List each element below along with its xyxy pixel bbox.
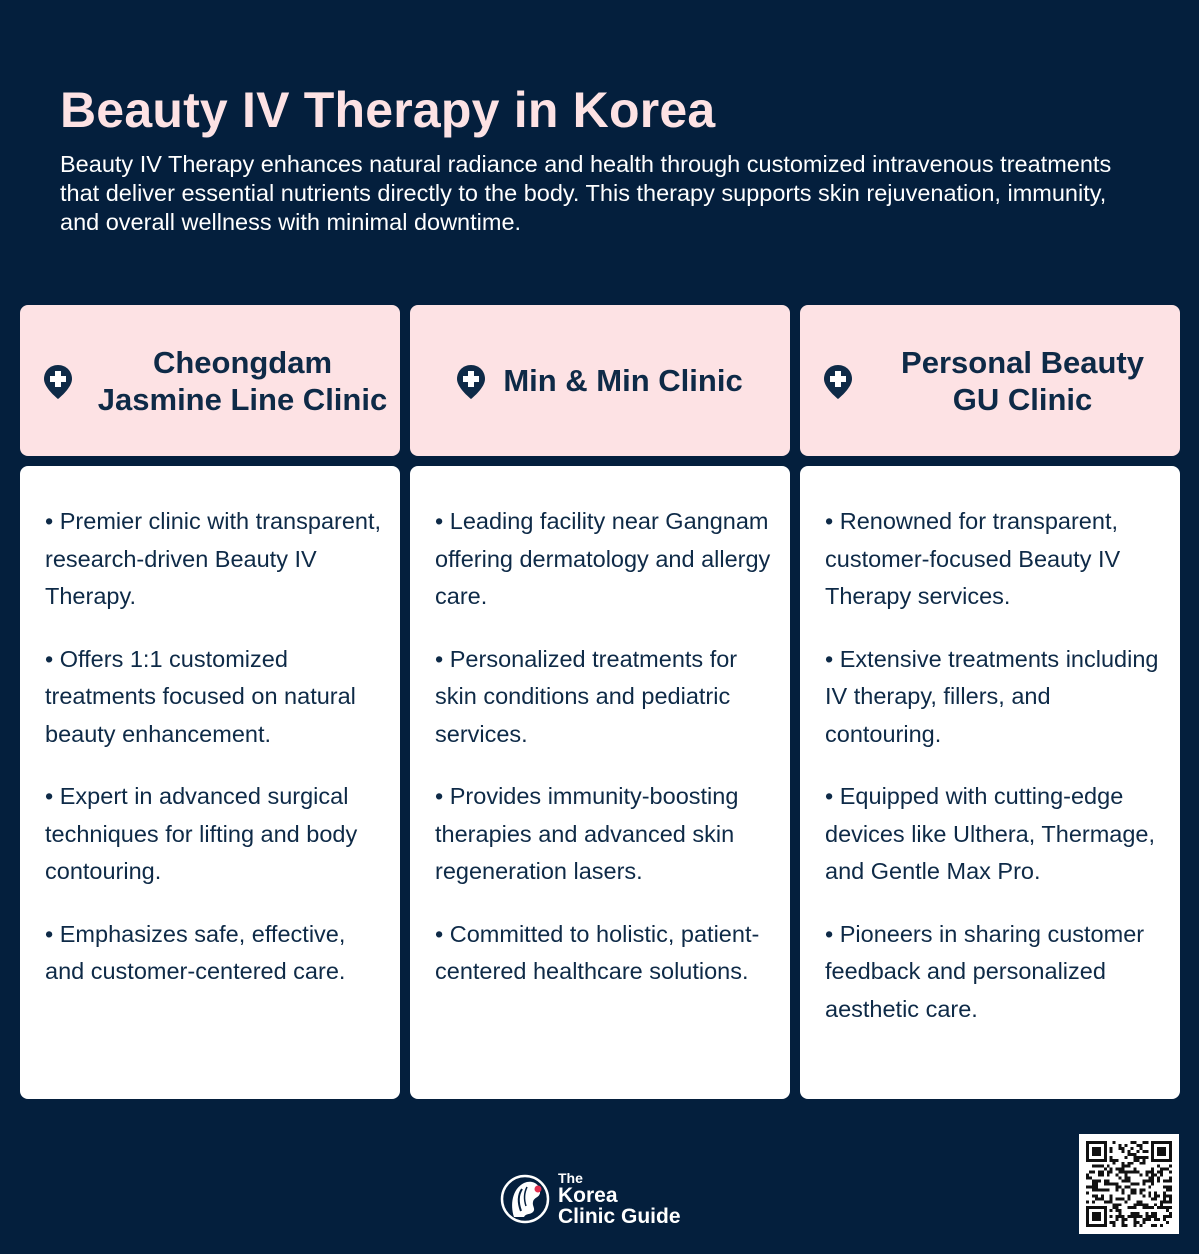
- clinic-point: • Provides immunity-boosting therapies a…: [435, 783, 739, 884]
- clinic-point: • Committed to holistic, patient-centere…: [435, 920, 760, 985]
- brand-logo: The Korea Clinic Guide: [500, 1171, 681, 1227]
- clinic-card-body: • Leading facility near Gangnam offering…: [410, 466, 790, 1099]
- brand-korea: Korea: [558, 1184, 618, 1207]
- clinic-card-header: Cheongdam Jasmine Line Clinic: [20, 305, 400, 456]
- brand-clinic-guide: Clinic Guide: [558, 1205, 681, 1228]
- medical-pin-icon: [44, 365, 72, 399]
- clinic-column: Cheongdam Jasmine Line Clinic • Premier …: [20, 305, 400, 1099]
- woman-profile-logo-icon: [500, 1174, 550, 1224]
- page-subtitle: Beauty IV Therapy enhances natural radia…: [60, 151, 1112, 235]
- brand-the: The: [558, 1170, 583, 1186]
- medical-pin-icon: [457, 365, 485, 399]
- clinic-name: Min & Min Clinic: [503, 363, 743, 398]
- clinic-point: • Leading facility near Gangnam offering…: [435, 508, 771, 609]
- brand-wordmark: The Korea Clinic Guide: [558, 1171, 681, 1227]
- clinic-cards: Cheongdam Jasmine Line Clinic • Premier …: [20, 305, 1180, 1099]
- qr-code[interactable]: [1079, 1134, 1179, 1234]
- clinic-point: • Renowned for transparent, customer-foc…: [825, 508, 1121, 609]
- clinic-point: • Expert in advanced surgical techniques…: [45, 783, 358, 884]
- clinic-point: • Pioneers in sharing customer feedback …: [825, 920, 1145, 1022]
- clinic-point: • Premier clinic with transparent, resea…: [45, 508, 382, 609]
- clinic-card-header: Personal Beauty GU Clinic: [800, 305, 1180, 456]
- clinic-point: • Emphasizes safe, effective, and custom…: [45, 920, 346, 985]
- clinic-column: Personal Beauty GU Clinic • Renowned for…: [800, 305, 1180, 1099]
- clinic-name: Cheongdam Jasmine Line Clinic: [97, 344, 388, 417]
- clinic-column: Min & Min Clinic • Leading facility near…: [410, 305, 790, 1099]
- header: Beauty IV Therapy in Korea Beauty IV The…: [60, 80, 1150, 237]
- page-title: Beauty IV Therapy in Korea: [60, 82, 716, 138]
- clinic-point: • Personalized treatments for skin condi…: [435, 645, 738, 747]
- clinic-card-body: • Premier clinic with transparent, resea…: [20, 466, 400, 1099]
- clinic-card-body: • Renowned for transparent, customer-foc…: [800, 466, 1180, 1099]
- clinic-point: • Offers 1:1 customized treatments focus…: [45, 645, 356, 747]
- medical-pin-icon: [824, 365, 852, 399]
- clinic-card-header: Min & Min Clinic: [410, 305, 790, 456]
- qr-code-icon: [1086, 1141, 1172, 1227]
- clinic-point: • Equipped with cutting-edge devices lik…: [825, 783, 1156, 884]
- clinic-name: Personal Beauty GU Clinic: [901, 344, 1144, 417]
- clinic-point: • Extensive treatments including IV ther…: [825, 645, 1159, 747]
